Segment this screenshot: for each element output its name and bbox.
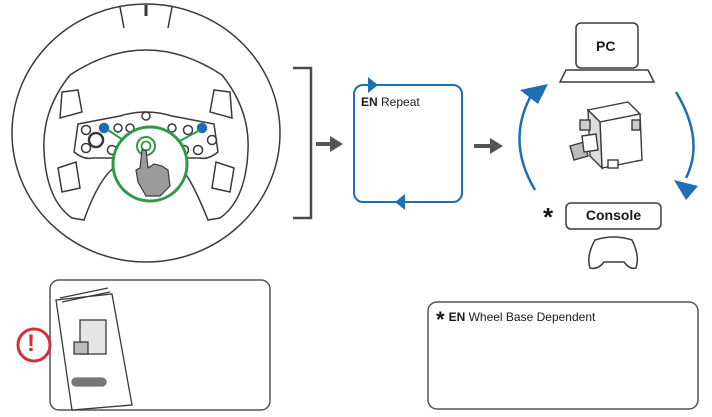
rotation-arrow-right-icon <box>674 180 698 200</box>
repeat-label: EN Repeat <box>361 95 420 109</box>
hub-dial-left <box>87 131 105 149</box>
gamepad-icon <box>588 236 639 270</box>
paddle-right-top <box>209 89 233 120</box>
note-text: Wheel Base Dependent <box>468 310 596 324</box>
arrow-right-icon <box>316 136 343 152</box>
manual-booklet-icon <box>55 287 133 411</box>
note-lang-code: EN <box>448 310 466 324</box>
press-line-right <box>177 129 201 143</box>
console-box <box>565 202 662 230</box>
note-label: *EN Wheel Base Dependent <box>436 307 595 333</box>
arrow-right-icon <box>474 138 503 154</box>
repeat-lang-code: EN <box>361 95 378 109</box>
hub-button <box>182 124 194 136</box>
hub-button <box>206 134 218 146</box>
wheel-inner-rim <box>43 49 249 221</box>
rotation-arc-left <box>518 91 537 191</box>
repeat-text: Repeat <box>381 95 420 109</box>
rim-top-marker-right <box>167 6 173 29</box>
wheel-base-icon <box>569 101 643 170</box>
warning-icon: ! <box>27 330 35 357</box>
repeat-arrow-top-icon <box>368 77 378 93</box>
wheel-outer-rim <box>11 3 281 263</box>
hub-button <box>192 144 204 156</box>
bracket <box>293 66 313 220</box>
paddle-left-top <box>59 89 83 120</box>
press-indicator <box>107 125 201 203</box>
rotation-arc-right <box>674 91 695 179</box>
rotation-arrow-left-icon <box>520 84 548 104</box>
pointing-hand-icon <box>135 149 171 197</box>
hub-center-button <box>141 111 151 121</box>
rim-top-marker-left <box>119 6 125 29</box>
hub-button <box>80 142 92 154</box>
warning-circle <box>16 327 52 363</box>
repeat-arrow-bottom-icon <box>395 194 405 210</box>
paddle-left-bottom <box>57 161 81 193</box>
hub-button <box>113 123 123 133</box>
hub-button <box>80 124 92 136</box>
paddle-right-bottom <box>211 161 235 193</box>
laptop-icon <box>558 22 656 83</box>
pc-label: PC <box>596 38 616 54</box>
note-asterisk: * <box>436 307 445 332</box>
repeat-box <box>353 84 463 203</box>
hub-button <box>167 123 177 133</box>
hub-button-blue-left <box>98 122 110 134</box>
note-panel <box>427 301 699 410</box>
asterisk-marker: * <box>543 202 554 232</box>
console-label: Console <box>585 207 642 223</box>
